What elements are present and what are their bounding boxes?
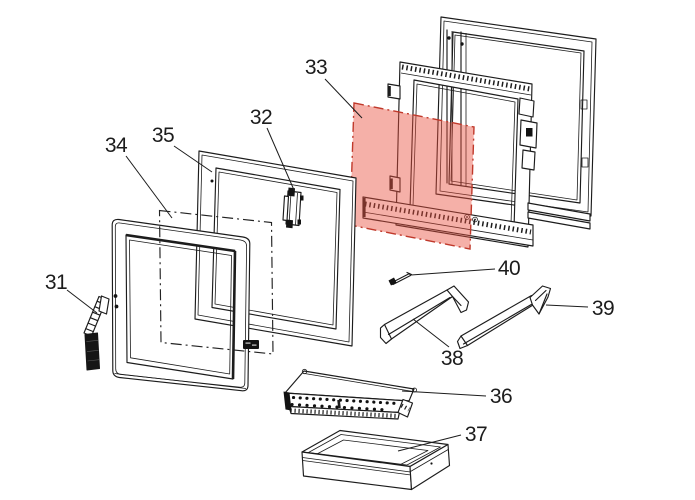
back-frame-channel-bar	[446, 29, 467, 186]
part-number-37[interactable]: 37	[465, 423, 488, 446]
label-32-latch: 32	[250, 106, 295, 191]
label-33-highlighted-glass: 33	[305, 56, 363, 119]
door-handle	[83, 295, 110, 371]
label-35-middle-frame: 35	[152, 124, 213, 173]
part-number-40[interactable]: 40	[498, 257, 521, 280]
ash-pan	[301, 429, 451, 491]
label-39-right-rail: 39	[545, 297, 615, 320]
glass-logo	[243, 340, 259, 349]
label-38-left-rail: 38	[412, 318, 464, 370]
part-number-35[interactable]: 35	[152, 124, 175, 147]
inner-door-frame	[362, 61, 591, 248]
label-40-screw: 40	[410, 257, 521, 280]
part-number-38[interactable]: 38	[441, 347, 464, 370]
glass-retaining-middle-frame	[194, 150, 357, 347]
highlighted-part-33-glass[interactable]	[349, 102, 475, 250]
latch-bracket	[282, 187, 304, 229]
label-36-burn-pot: 36	[401, 385, 513, 408]
label-37-ash-pan: 37	[397, 423, 488, 452]
part-number-31[interactable]: 31	[45, 271, 68, 294]
part-number-39[interactable]: 39	[592, 297, 615, 320]
screw	[388, 271, 413, 286]
back-frame	[435, 16, 597, 217]
label-31-handle: 31	[45, 271, 98, 314]
glass-pane	[158, 209, 274, 355]
left-log-retainer-rail	[379, 285, 470, 345]
part-number-32[interactable]: 32	[250, 106, 273, 129]
callout-labels: 31 32 33 34 35 36 37 38	[45, 56, 615, 452]
part-number-34[interactable]: 34	[105, 134, 129, 157]
label-34-glass-pane: 34	[105, 134, 173, 219]
part-number-36[interactable]: 36	[490, 385, 513, 408]
part-number-33[interactable]: 33	[305, 56, 328, 79]
burn-pot-grate	[283, 368, 417, 420]
right-log-retainer-rail	[456, 285, 552, 350]
front-door-frame	[111, 218, 251, 392]
